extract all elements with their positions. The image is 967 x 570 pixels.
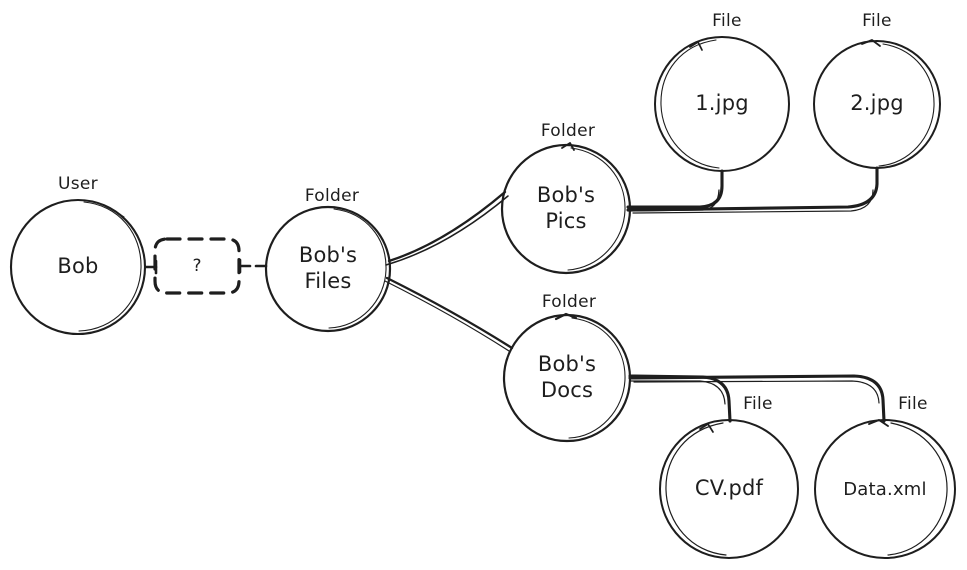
node-bobs-pics[interactable]	[500, 142, 632, 275]
edge-docs-cv	[628, 374, 732, 423]
edge-docs-data	[628, 374, 886, 423]
node-unknown[interactable]	[153, 237, 241, 295]
edge-files-docs	[384, 276, 514, 352]
node-bobs-docs[interactable]	[502, 312, 632, 443]
node-file-cv-pdf[interactable]	[659, 419, 799, 559]
edge-pics-2jpg	[626, 166, 879, 214]
node-file-2-jpg[interactable]	[813, 39, 941, 169]
node-file-data-xml[interactable]	[814, 419, 956, 559]
edge-files-pics	[385, 190, 509, 266]
node-file-1-jpg[interactable]	[654, 36, 790, 172]
edge-unknown-files	[238, 258, 268, 274]
node-bob[interactable]	[9, 198, 147, 336]
node-bobs-files[interactable]	[264, 205, 392, 333]
edge-pics-1jpg	[626, 169, 724, 212]
